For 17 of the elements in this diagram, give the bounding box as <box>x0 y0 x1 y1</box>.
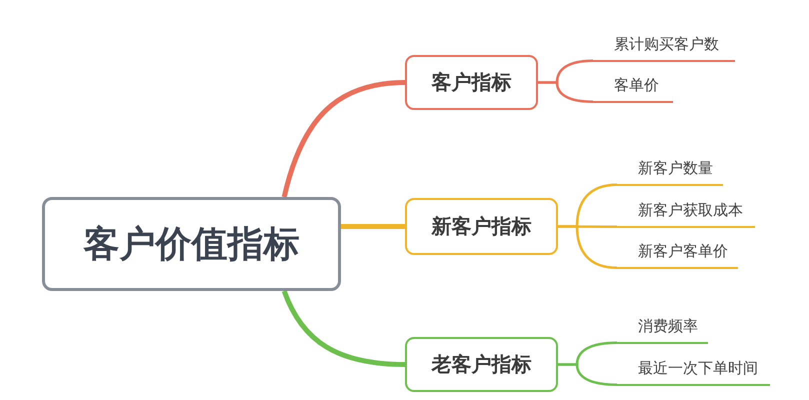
topic-box: 客户指标 <box>405 55 538 110</box>
branch-line <box>341 224 405 229</box>
subtopic-item: 新客户客单价 <box>617 237 738 269</box>
topic-box: 新客户指标 <box>405 198 558 255</box>
topic-box: 老客户指标 <box>405 337 558 392</box>
branch-line <box>558 363 618 386</box>
subtopic-item: 新客户数量 <box>617 154 723 186</box>
subtopic-item: 客单价 <box>593 71 673 103</box>
branch-line <box>558 225 618 269</box>
subtopic-item: 最近一次下单时间 <box>617 354 770 386</box>
subtopic-item: 消费频率 <box>617 312 708 344</box>
central-topic-box: 客户价值指标 <box>42 197 341 291</box>
subtopic-item: 新客户获取成本 <box>617 196 755 228</box>
branch-line <box>282 290 406 367</box>
branch-line <box>538 81 594 103</box>
subtopic-item: 累计购买客户数 <box>593 30 735 62</box>
branch-line <box>282 80 406 198</box>
